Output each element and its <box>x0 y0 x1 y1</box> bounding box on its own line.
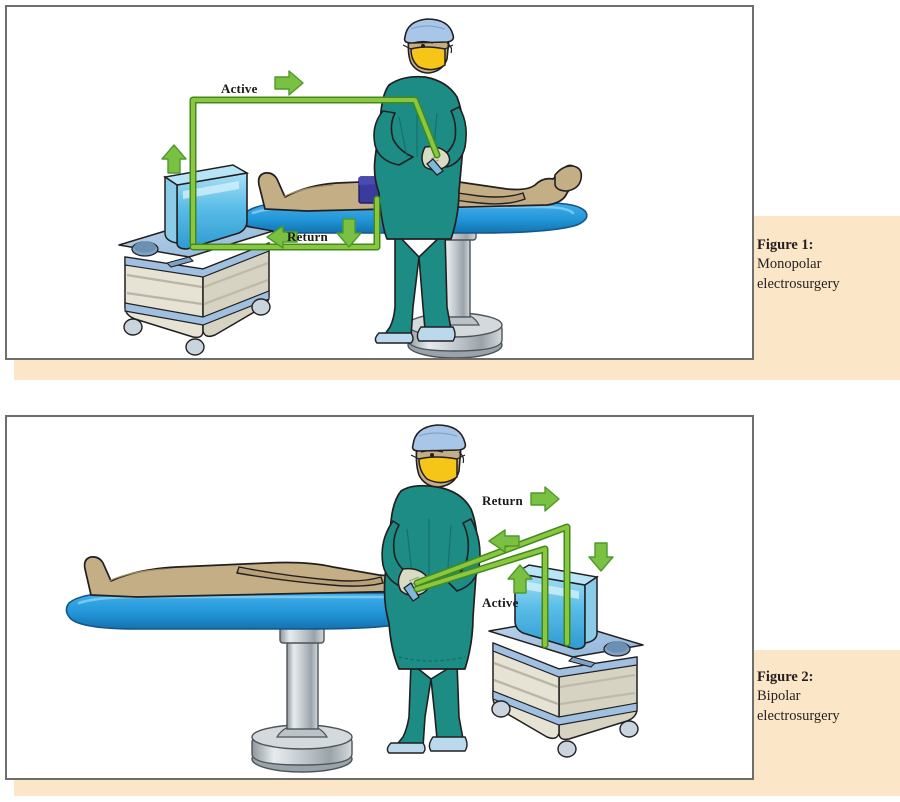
active-cable <box>189 96 441 247</box>
figure-1-panel: Active Return <box>5 5 754 360</box>
figure-2-caption: Figure 2: Bipolar electrosurgery <box>757 668 887 726</box>
cart-wheels <box>123 298 271 356</box>
active-arrow-left-icon <box>488 529 520 553</box>
figure-1-illustration <box>118 18 588 358</box>
return-cable <box>189 195 381 251</box>
cart-wheels <box>491 700 639 758</box>
active-cable <box>413 545 549 649</box>
figure-1-caption: Figure 1: Monopolar electrosurgery <box>757 236 887 294</box>
surgical-mask <box>418 456 458 484</box>
surgeon <box>381 424 481 754</box>
electrosurgical-pencil <box>426 158 444 176</box>
return-arrow-down-icon <box>336 218 362 248</box>
figure-2-illustration <box>65 424 644 773</box>
cable-arrow-up-icon <box>161 144 187 174</box>
figure-2-label-return: Return <box>482 493 523 508</box>
return-cable <box>413 523 571 647</box>
figure-2-caption-title: Figure 2: <box>757 669 814 685</box>
active-arrow-right-icon <box>274 70 304 96</box>
figure-1-caption-title: Figure 1: <box>757 237 814 253</box>
table-pedestal <box>251 622 353 773</box>
surgical-mask <box>410 46 446 71</box>
figure-1-label-active: Active <box>221 81 258 96</box>
figure-1-caption-line-1: Monopolar <box>757 256 822 273</box>
operating-table <box>65 592 438 630</box>
active-arrow-up-icon <box>507 564 533 594</box>
surgeon <box>373 18 467 344</box>
figure-2-label-active: Active <box>482 595 519 610</box>
figure-1-label-return: Return <box>287 229 328 244</box>
return-arrow-left-icon <box>266 225 298 249</box>
cable-arrow-down-icon <box>588 542 614 572</box>
return-arrow-right-icon <box>530 486 560 512</box>
figure-1-caption-line-2: electrosurgery <box>757 275 840 292</box>
figure-2-caption-line-1: Bipolar <box>757 688 801 705</box>
figure-2-caption-line-2: electrosurgery <box>757 707 840 724</box>
figure-2-panel: Return Active <box>5 415 754 780</box>
